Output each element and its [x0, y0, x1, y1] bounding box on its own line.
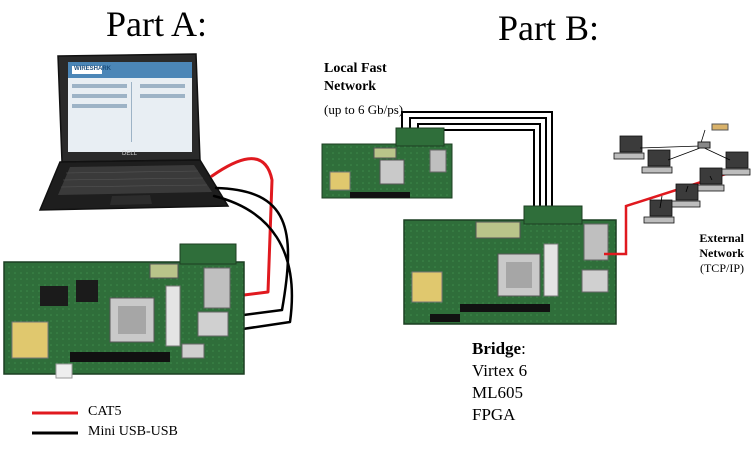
wireshark-logo: WIRESHARK — [74, 66, 111, 72]
cat5-cable-part-a — [210, 157, 274, 298]
part-a-title: Part A: — [106, 4, 208, 44]
computer-icon — [613, 135, 645, 160]
laptop-brand: DELL — [122, 151, 138, 157]
bridge-label: Bridge: Virtex 6 ML605 FPGA — [472, 338, 527, 426]
bridge-line-1: Virtex 6 — [472, 361, 528, 381]
router-icon — [711, 123, 729, 131]
external-network-title-1: External — [699, 231, 744, 245]
bridge-colon: : — [521, 339, 526, 358]
usb-cable-part-a-1 — [214, 186, 290, 318]
external-network-protocol: (TCP/IP) — [699, 261, 744, 275]
computer-icon — [669, 183, 701, 208]
fpga-board-part-a — [3, 243, 245, 379]
fpga-board-bridge — [403, 205, 617, 325]
usb-cable-part-a-2 — [212, 194, 294, 332]
part-b-title: Part B: — [498, 8, 600, 48]
local-network-title-1: Local Fast — [324, 61, 387, 76]
computer-icon — [643, 199, 675, 224]
external-network-computers — [613, 135, 751, 224]
legend-label-usb: Mini USB-USB — [88, 424, 178, 439]
local-network-title-2: Network — [324, 78, 377, 94]
laptop-icon — [38, 53, 230, 211]
switch-icon — [697, 141, 711, 149]
legend-label-cat5: CAT5 — [88, 404, 122, 419]
local-network-label: Local Fast Network — [324, 60, 387, 95]
bridge-line-3: FPGA — [472, 405, 516, 425]
computer-icon — [641, 149, 673, 174]
bridge-line-2: ML605 — [472, 383, 523, 403]
fpga-board-local-network — [321, 127, 453, 199]
external-network-label: External Network (TCP/IP) — [680, 231, 744, 275]
computer-icon — [719, 151, 751, 176]
bridge-title: Bridge — [472, 339, 522, 358]
local-network-speed: (up to 6 Gb/ps) — [324, 102, 404, 117]
external-network-title-2: Network — [699, 246, 744, 260]
computer-icon — [693, 167, 725, 192]
